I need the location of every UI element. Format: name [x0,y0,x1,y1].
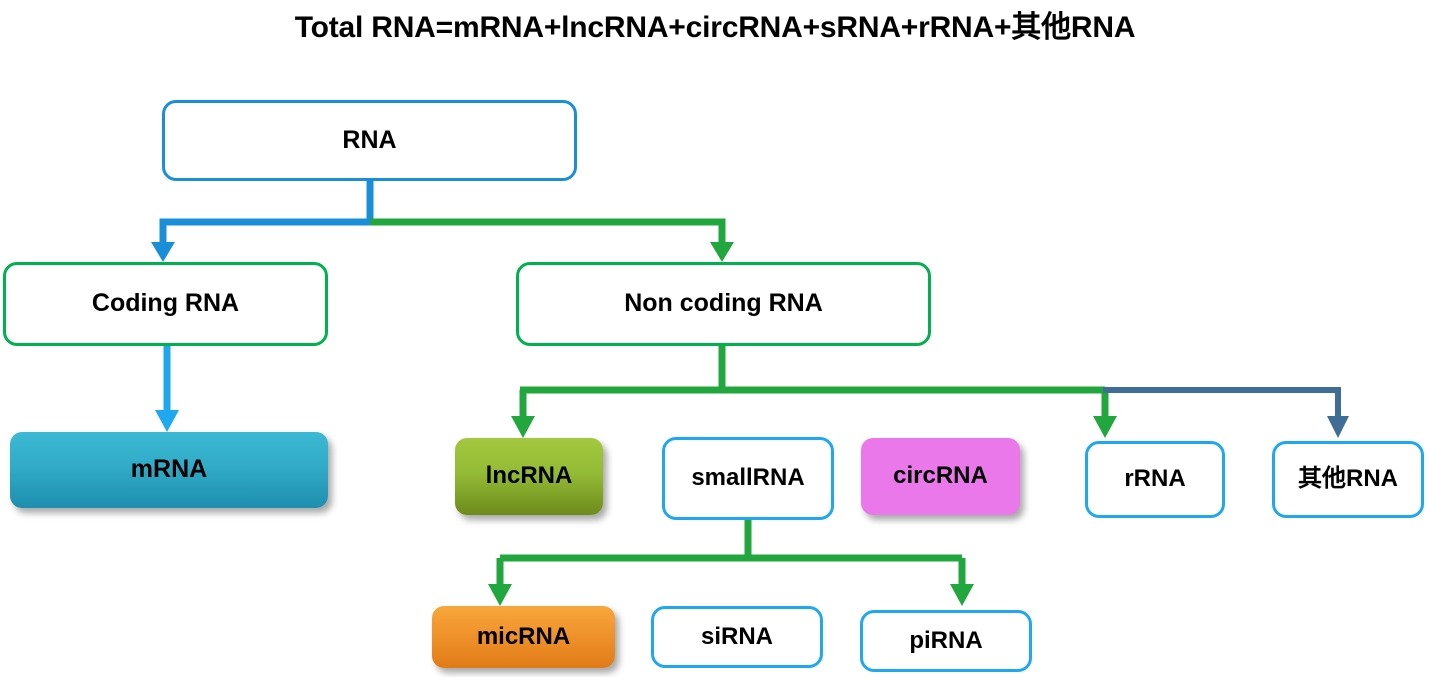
node-rna-label: RNA [342,125,397,154]
node-pirna-label: piRNA [909,626,983,654]
edge-coding-mrna [155,345,179,432]
node-other-rna[interactable]: 其他RNA [1272,441,1424,518]
edge-rna-split [151,180,374,262]
edge-smallrna-bus [488,520,974,606]
node-sirna-label: siRNA [700,622,773,650]
node-other-rna-label: 其他RNA [1298,465,1398,493]
node-pirna[interactable]: piRNA [860,610,1032,672]
node-lncrna[interactable]: lncRNA [455,438,603,515]
edge-rna-noncoding [370,218,734,262]
node-lncrna-label: lncRNA [485,462,573,490]
node-circrna-label: circRNA [893,462,988,490]
node-smallrna[interactable]: smallRNA [662,437,834,520]
node-mrna-label: mRNA [130,455,208,484]
node-sirna[interactable]: siRNA [651,606,823,668]
node-non-coding-rna[interactable]: Non coding RNA [516,262,931,346]
node-micrna-label: micRNA [476,622,571,650]
node-smallrna-label: smallRNA [691,464,805,492]
edge-noncoding-bus [511,345,1117,438]
edge-noncoding-otherrna [1103,387,1349,438]
node-coding-rna[interactable]: Coding RNA [3,262,328,346]
node-micrna[interactable]: micRNA [432,606,615,668]
node-mrna[interactable]: mRNA [10,432,328,508]
diagram-title: Total RNA=mRNA+lncRNA+circRNA+sRNA+rRNA+… [294,11,1136,44]
node-coding-rna-label: Coding RNA [91,289,240,318]
node-non-coding-rna-label: Non coding RNA [624,289,823,318]
node-rna[interactable]: RNA [162,100,577,181]
node-rrna[interactable]: rRNA [1085,441,1225,518]
node-circrna[interactable]: circRNA [861,438,1020,515]
node-rrna-label: rRNA [1124,465,1186,493]
